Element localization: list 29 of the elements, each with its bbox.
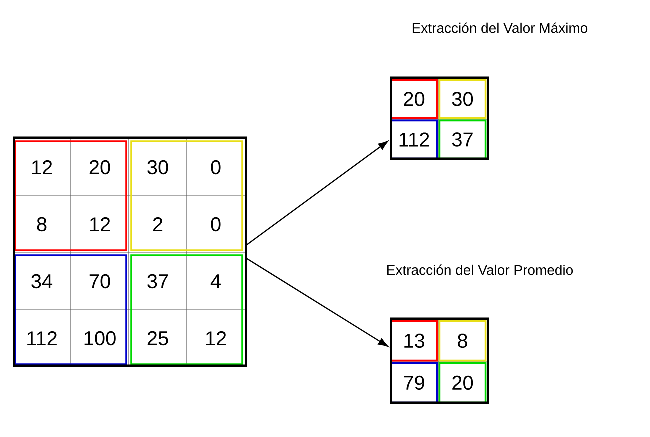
cell-value: 112 [28, 332, 57, 346]
heading: Extracción del Valor Promedio [388, 264, 574, 276]
cell-value: 12 [90, 218, 110, 232]
cell-value: 100 [84, 331, 116, 346]
cell-value: 13 [404, 334, 424, 348]
cell-value: 37 [148, 274, 168, 289]
cell-value: 12 [32, 160, 52, 174]
matrix-grid [12, 136, 248, 368]
cell-value: 70 [90, 274, 110, 289]
heading: Extracción del Valor Máximo [412, 22, 588, 34]
cell-value: 25 [148, 331, 168, 346]
cell-value: 8 [458, 334, 468, 348]
cell-value: 12 [206, 332, 226, 346]
cell-value: 20 [452, 376, 474, 390]
arrow [246, 258, 388, 347]
cell-value: 2 [153, 218, 163, 232]
cell-value: 8 [37, 217, 47, 232]
cell-value: 37 [452, 132, 473, 147]
cell-value: 20 [90, 160, 110, 175]
cell-value: 0 [211, 217, 221, 232]
cell-value: 30 [452, 92, 474, 106]
cell-value: 34 [32, 274, 53, 289]
cell-value: 20 [404, 92, 425, 106]
cell-value: 0 [211, 160, 221, 175]
cell-value: 30 [148, 160, 168, 175]
cell-value: 79 [404, 376, 424, 390]
arrow [246, 141, 388, 246]
cell-value: 112 [400, 132, 430, 147]
cell-value: 4 [210, 274, 221, 288]
